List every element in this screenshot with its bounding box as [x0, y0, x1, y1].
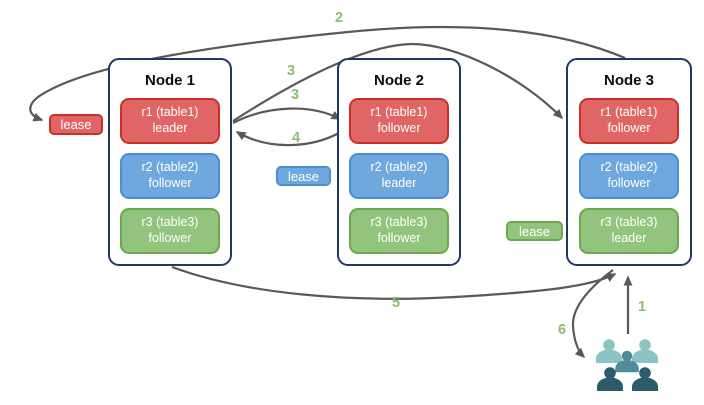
replica-r1-node1: r1 (table1) leader — [120, 98, 220, 144]
replica-name: r2 (table2) — [141, 160, 199, 175]
arrow-step-3-to-node2 — [232, 107, 342, 124]
replica-role: follower — [377, 121, 421, 135]
person-icon — [615, 350, 639, 373]
replica-name: r1 (table1) — [370, 105, 428, 120]
replica-role: leader — [152, 121, 188, 135]
node-3: Node 3 r1 (table1) follower r2 (table2) … — [566, 58, 692, 266]
person-icon — [632, 339, 658, 363]
node-title: Node 3 — [603, 72, 654, 89]
replica-role: leader — [381, 176, 417, 190]
replica-r2-node2: r2 (table2) leader — [349, 153, 449, 199]
arrow-step-6 — [571, 269, 614, 359]
replica-r1-node2: r1 (table1) follower — [349, 98, 449, 144]
arrow-step-5 — [171, 265, 617, 300]
arrow-step-3-to-node3 — [232, 42, 564, 122]
replica-r1-node3: r1 (table1) follower — [579, 98, 679, 144]
replica-role: follower — [377, 231, 421, 245]
replica-r3-node2: r3 (table3) follower — [349, 208, 449, 254]
person-icon — [597, 367, 623, 391]
replica-r3-node1: r3 (table3) follower — [120, 208, 220, 254]
step-label-3b: 3 — [290, 87, 300, 103]
arrow-step-4 — [235, 131, 342, 147]
replica-role: leader — [611, 231, 647, 245]
replica-name: r1 (table1) — [141, 105, 199, 120]
step-label-5: 5 — [391, 295, 401, 311]
node-title: Node 2 — [373, 72, 424, 89]
node-2: Node 2 r1 (table1) follower r2 (table2) … — [337, 58, 461, 266]
lease-badge-table1: lease — [49, 114, 103, 135]
replica-role: follower — [607, 176, 651, 190]
replica-name: r1 (table1) — [600, 105, 658, 120]
arrow-step-2 — [29, 25, 626, 122]
replica-r2-node1: r2 (table2) follower — [120, 153, 220, 199]
node-title: Node 1 — [144, 72, 195, 89]
replica-r2-node3: r2 (table2) follower — [579, 153, 679, 199]
replica-name: r3 (table3) — [600, 215, 658, 230]
step-label-3a: 3 — [286, 63, 296, 79]
lease-badge-table2: lease — [276, 166, 331, 186]
step-label-4: 4 — [291, 130, 301, 146]
step-label-1: 1 — [637, 299, 647, 315]
step-label-2: 2 — [334, 10, 344, 26]
replica-role: follower — [148, 176, 192, 190]
users-group-icon — [596, 339, 658, 391]
step-label-6: 6 — [557, 322, 567, 338]
person-icon — [596, 339, 622, 363]
replica-role: follower — [607, 121, 651, 135]
replica-name: r3 (table3) — [370, 215, 428, 230]
replica-r3-node3: r3 (table3) leader — [579, 208, 679, 254]
node-1: Node 1 r1 (table1) leader r2 (table2) fo… — [108, 58, 232, 266]
person-icon — [632, 367, 658, 391]
replica-name: r2 (table2) — [600, 160, 658, 175]
replica-role: follower — [148, 231, 192, 245]
replica-name: r2 (table2) — [370, 160, 428, 175]
replica-name: r3 (table3) — [141, 215, 199, 230]
lease-badge-table3: lease — [506, 221, 563, 241]
